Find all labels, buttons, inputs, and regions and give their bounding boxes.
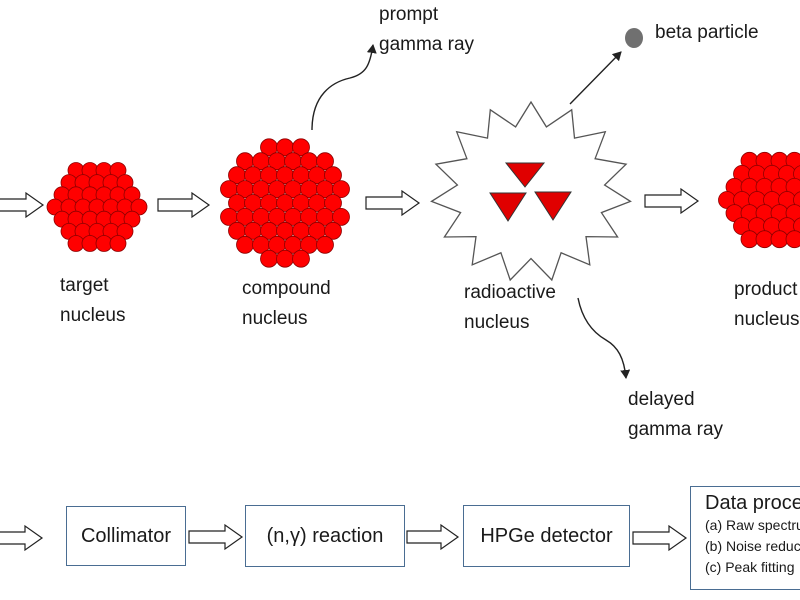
nucleon [770, 230, 789, 249]
flow-arrow-3 [632, 524, 688, 552]
compound-nucleus-label-line2: nucleus [242, 308, 308, 329]
compound-nucleus [220, 138, 350, 268]
nucleon [324, 166, 342, 185]
radioactive-nucleus-label-line1: radioactive [464, 282, 556, 303]
nucleon [785, 230, 800, 249]
nucleon [324, 194, 342, 212]
prompt-gamma-label-line2: gamma ray [379, 34, 475, 55]
nucleon [316, 152, 334, 171]
radiation-triangle-right [534, 191, 572, 221]
data-processing-item-b: (b) Noise reduction [705, 538, 800, 554]
nucleon [292, 138, 310, 157]
product-nucleus-label: product nucleus [734, 275, 800, 335]
prompt-gamma-label-line1: prompt [379, 4, 439, 25]
nucleon [755, 230, 774, 249]
block-arrow-3 [365, 189, 421, 217]
nucleon [324, 221, 342, 240]
target-nucleus-label-line2: nucleus [60, 305, 126, 326]
target-nucleus [46, 162, 148, 252]
delayed-gamma-label-line2: gamma ray [628, 419, 724, 440]
detector-box: HPGe detector [463, 505, 630, 567]
nucleon [793, 217, 800, 235]
target-nucleus-label-line1: target [60, 275, 109, 296]
reaction-label: (n,γ) reaction [266, 524, 384, 547]
product-nucleus-label-line2: nucleus [734, 309, 800, 330]
flow-arrow-0 [0, 524, 44, 552]
delayed-gamma-label-line1: delayed [628, 389, 695, 410]
flow-arrow-2 [406, 523, 460, 551]
block-arrow-2 [157, 191, 211, 219]
beta-arrow [569, 51, 622, 105]
collimator-label: Collimator [80, 524, 172, 547]
nucleon [260, 249, 278, 268]
detector-label: HPGe detector [480, 524, 613, 547]
data-processing-box: Data processing (a) Raw spectrum (b) Noi… [690, 486, 800, 590]
data-processing-item-c: (c) Peak fitting [705, 559, 795, 575]
block-arrow-1 [0, 191, 45, 219]
nucleon [109, 235, 127, 252]
delayed-gamma-arrow [577, 297, 631, 379]
nucleon [236, 235, 254, 254]
delayed-gamma-label: delayed gamma ray [628, 385, 723, 445]
nucleon [81, 235, 99, 252]
flow-arrow-1 [188, 523, 244, 551]
beta-particle-dot [625, 28, 643, 48]
product-nucleus-label-line1: product [734, 279, 798, 300]
beta-particle-label-text: beta particle [655, 22, 759, 43]
nucleon [316, 235, 334, 254]
radiation-triangle-left [489, 192, 527, 222]
nucleon [740, 230, 759, 249]
data-processing-item-a: (a) Raw spectrum [705, 517, 800, 533]
nucleon [292, 249, 310, 268]
prompt-gamma-label: prompt gamma ray [379, 0, 474, 60]
target-nucleus-label: target nucleus [60, 271, 126, 331]
compound-nucleus-label-line1: compound [242, 278, 331, 299]
nucleon [793, 191, 800, 209]
radioactive-burst [430, 100, 632, 282]
nucleon [67, 235, 85, 252]
nucleon [95, 235, 113, 252]
product-nucleus [718, 151, 800, 249]
data-processing-title: Data processing [705, 492, 800, 514]
collimator-box: Collimator [66, 506, 186, 566]
beta-particle-label: beta particle [655, 18, 759, 48]
nucleon [332, 207, 350, 226]
radioactive-nucleus-label-line2: nucleus [464, 312, 530, 333]
radioactive-nucleus-label: radioactive nucleus [464, 278, 556, 338]
prompt-gamma-arrow [311, 44, 377, 131]
compound-nucleus-label: compound nucleus [242, 274, 331, 334]
nucleon [276, 249, 294, 268]
radiation-triangle-top [504, 162, 546, 188]
reaction-box: (n,γ) reaction [245, 505, 405, 567]
nucleon [332, 180, 350, 199]
block-arrow-4 [644, 187, 700, 215]
